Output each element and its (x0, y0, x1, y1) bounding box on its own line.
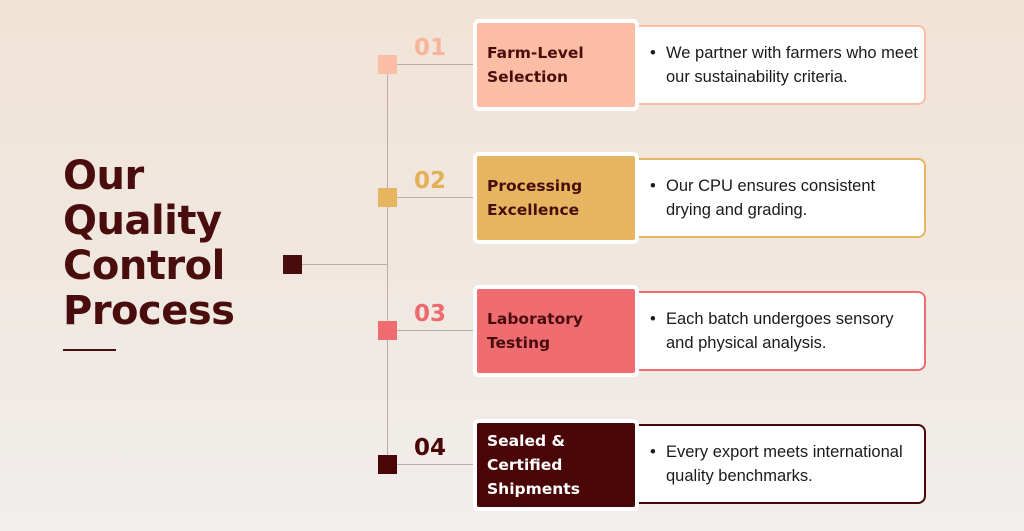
step-label-box: Laboratory Testing (473, 285, 639, 377)
step-number: 04 (414, 435, 447, 461)
step-description: Each batch undergoes sensory and physica… (650, 307, 924, 355)
branch-connector (387, 330, 475, 331)
step-description-box: Our CPU ensures consistent drying and gr… (628, 158, 926, 238)
title-line: Process (63, 288, 235, 334)
step-label-line: Selection (487, 68, 569, 86)
title-line: Control (63, 243, 225, 289)
title-line: Quality (63, 198, 222, 244)
page-title: Our Quality Control Process (63, 153, 235, 334)
step-label-line: Shipments (487, 480, 580, 498)
step-number: 01 (414, 35, 447, 61)
step-label-box: Farm-Level Selection (473, 19, 639, 111)
step-label-line: Laboratory (487, 310, 583, 328)
step-number: 03 (414, 301, 447, 327)
title-line: Our (63, 153, 144, 199)
branch-connector (387, 64, 475, 65)
step-node (378, 455, 397, 474)
step-description-box: Each batch undergoes sensory and physica… (628, 291, 926, 371)
step-label-line: Sealed & Certified (487, 432, 565, 474)
step-label-line: Excellence (487, 201, 580, 219)
step-label-line: Testing (487, 334, 551, 352)
step-description: Every export meets international quality… (650, 440, 924, 488)
branch-connector (387, 464, 475, 465)
title-underline (63, 349, 116, 351)
root-connector (299, 264, 387, 265)
step-node (378, 55, 397, 74)
step-description: Our CPU ensures consistent drying and gr… (650, 174, 924, 222)
branch-connector (387, 197, 475, 198)
step-description: We partner with farmers who meet our sus… (650, 41, 924, 89)
vertical-connector (387, 64, 388, 465)
step-description-box: Every export meets international quality… (628, 424, 926, 504)
step-label-line: Farm-Level (487, 44, 584, 62)
step-node (378, 188, 397, 207)
step-label-box: Processing Excellence (473, 152, 639, 244)
step-description-box: We partner with farmers who meet our sus… (628, 25, 926, 105)
root-node (283, 255, 302, 274)
step-label-line: Processing (487, 177, 583, 195)
step-label-box: Sealed & Certified Shipments (473, 419, 639, 511)
step-number: 02 (414, 168, 447, 194)
step-node (378, 321, 397, 340)
